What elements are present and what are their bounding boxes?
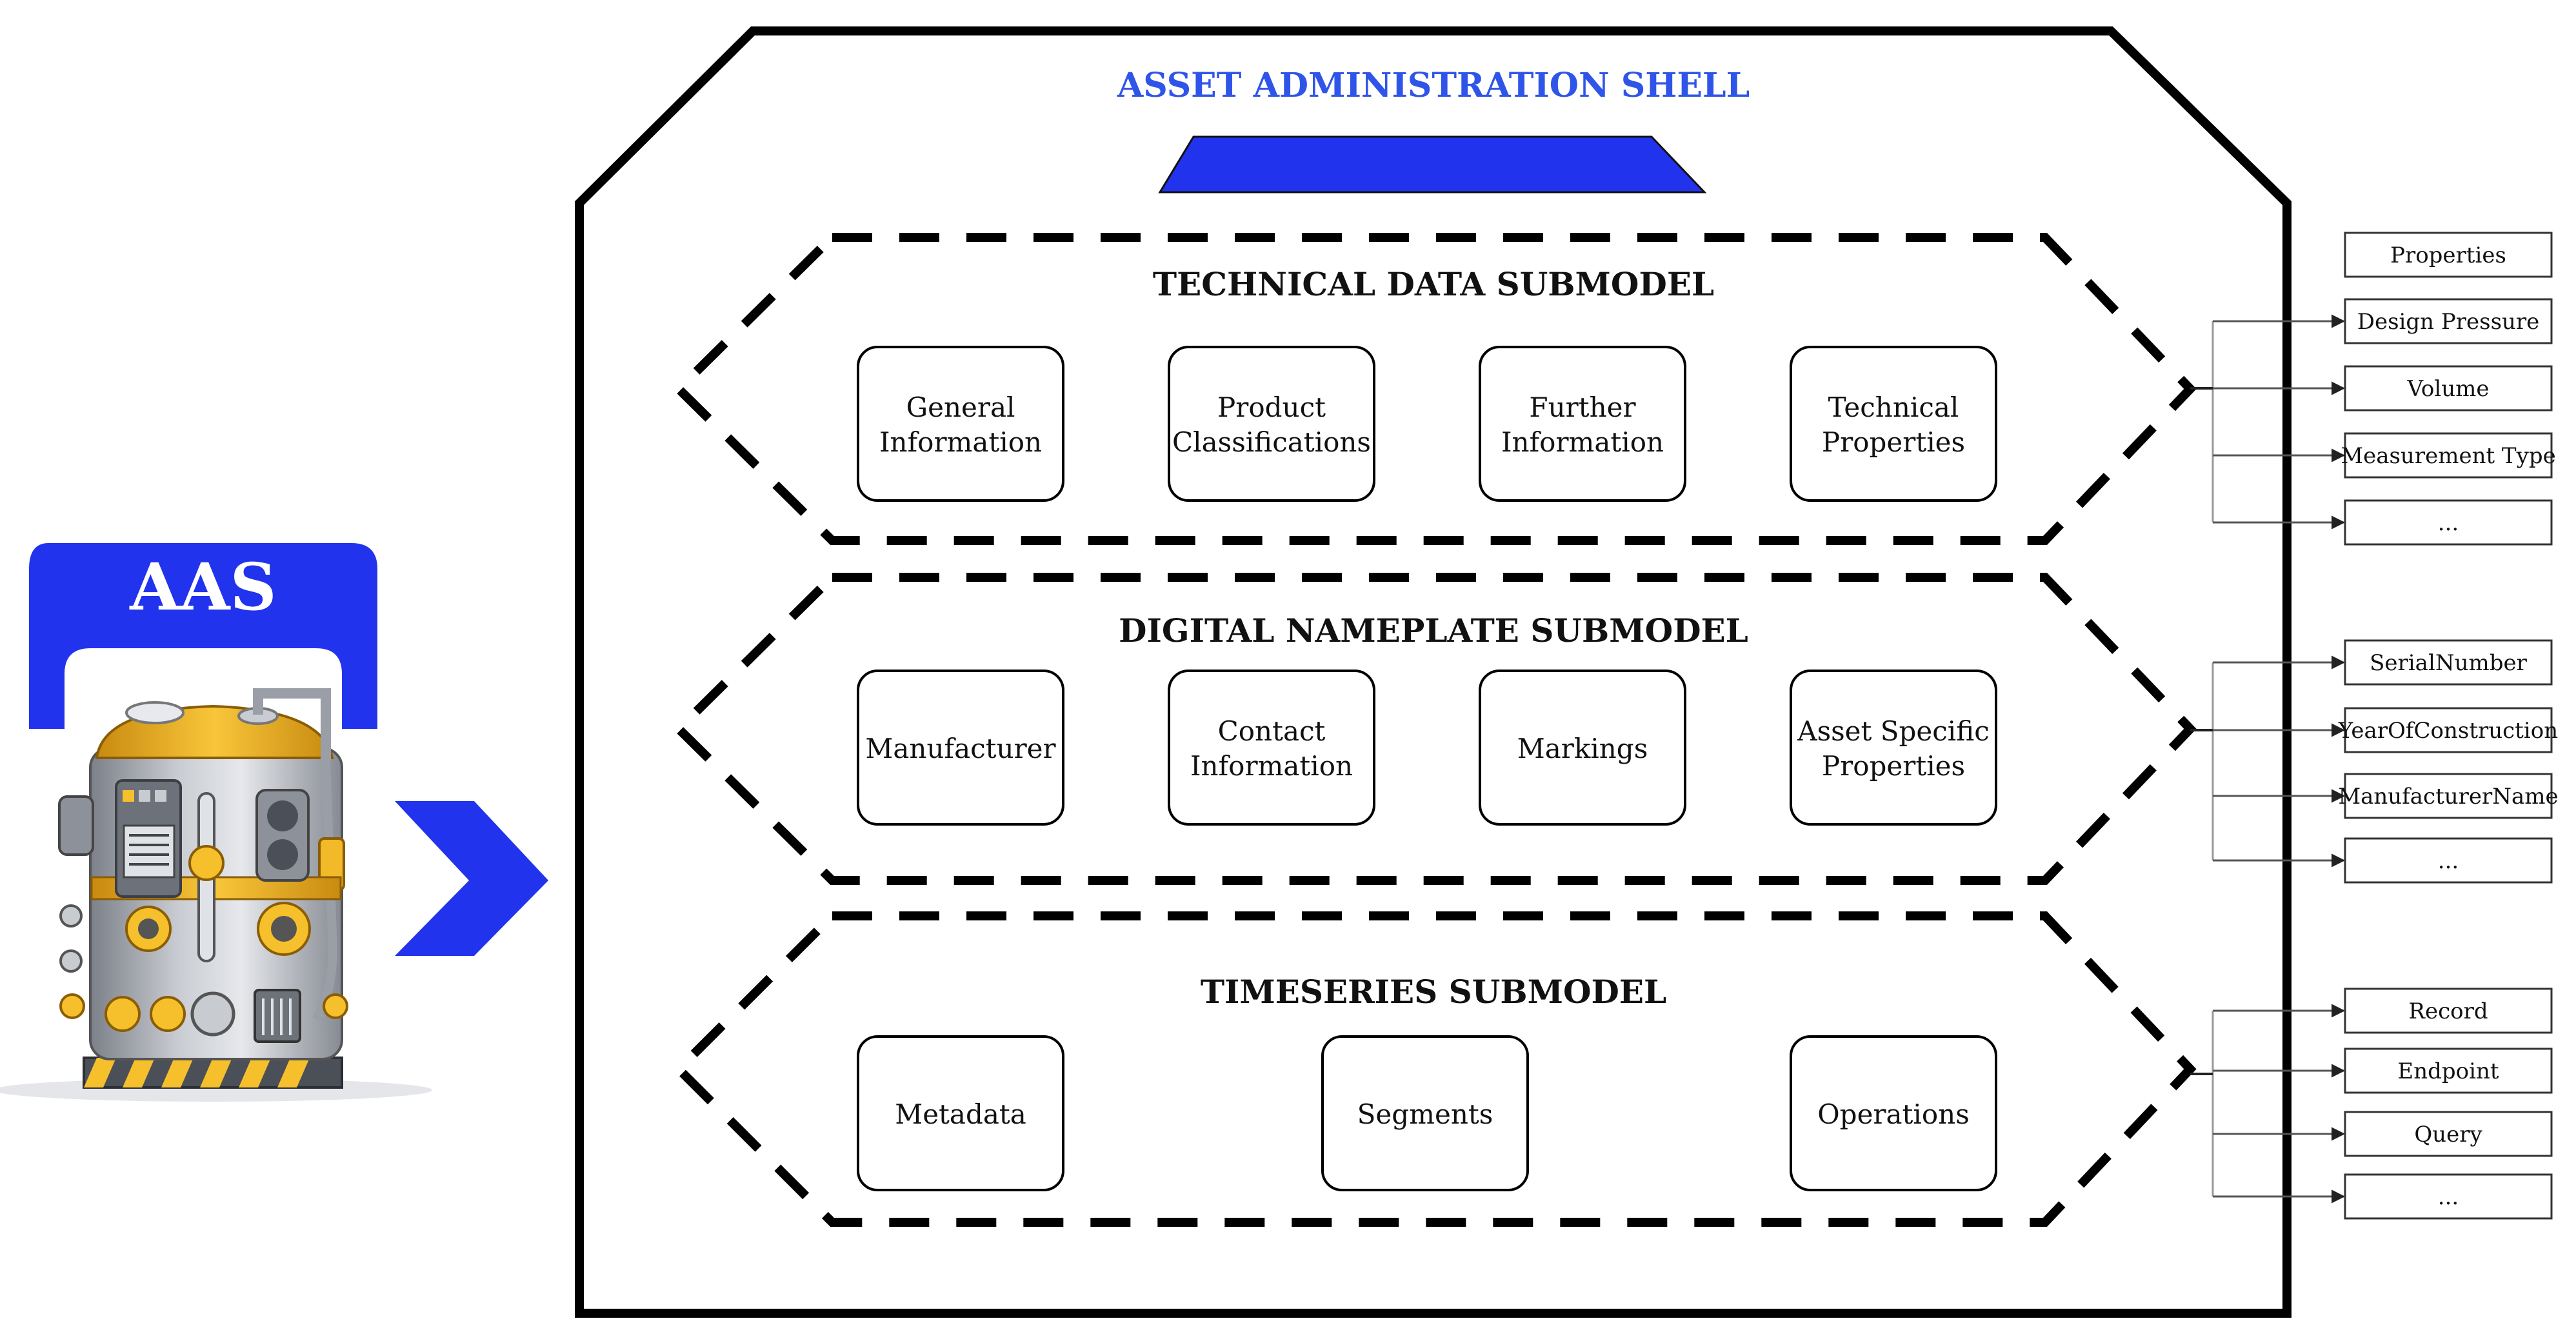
element-box xyxy=(1479,346,1686,502)
element-box xyxy=(1790,670,1997,826)
element-label: Manufacturer xyxy=(865,733,1056,764)
property-box xyxy=(2344,639,2553,686)
chevron-right-icon xyxy=(395,801,548,956)
element-box xyxy=(857,346,1064,502)
property-box xyxy=(2344,773,2553,819)
property-box xyxy=(2344,988,2553,1034)
submodels-layer: TECHNICAL DATA SUBMODELGeneralInformatio… xyxy=(672,233,2197,1227)
element-label: Operations xyxy=(1817,1098,1970,1130)
submodel-technical-data-submodel: TECHNICAL DATA SUBMODELGeneralInformatio… xyxy=(672,233,2197,545)
element-markings: Markings xyxy=(1479,670,1686,826)
industrial-tank-icon xyxy=(0,688,432,1102)
property-box xyxy=(2344,1047,2553,1094)
element-label: Markings xyxy=(1517,733,1648,764)
property-box xyxy=(2344,499,2553,546)
element-label: Product xyxy=(1217,392,1326,423)
submodel-outline xyxy=(672,573,2197,885)
element-label: Information xyxy=(1190,750,1353,782)
shell-title: ASSET ADMINISTRATION SHELL xyxy=(1117,66,1750,105)
element-box xyxy=(857,1035,1064,1191)
element-label: Classifications xyxy=(1172,426,1371,458)
property-label: Volume xyxy=(2406,376,2489,402)
element-label: Information xyxy=(1501,426,1664,458)
element-metadata: Metadata xyxy=(857,1035,1064,1191)
element-label: General xyxy=(906,392,1015,423)
submodel-timeseries-submodel: TIMESERIES SUBMODEL Metadata Segments Opera… xyxy=(672,911,2197,1227)
property-label: Record xyxy=(2408,998,2488,1024)
element-box xyxy=(1479,670,1686,826)
property-label: ... xyxy=(2438,1184,2459,1210)
element-box xyxy=(1321,1035,1529,1191)
element-label: Segments xyxy=(1357,1098,1493,1130)
element-box xyxy=(1168,346,1375,502)
element-label: Information xyxy=(879,426,1042,458)
properties-timeseries-submodel: RecordEndpointQuery... xyxy=(2190,988,2553,1220)
property-label: YearOfConstruction xyxy=(2338,718,2558,744)
aas-label: AAS xyxy=(129,549,276,625)
property-label: ... xyxy=(2438,848,2459,874)
property-label: SerialNumber xyxy=(2370,650,2527,676)
shell-border xyxy=(575,26,2291,1318)
element-box xyxy=(857,670,1064,826)
property-box xyxy=(2344,298,2553,344)
element-label: Properties xyxy=(1822,750,1965,782)
element-box xyxy=(1790,346,1997,502)
submodel-title: TECHNICAL DATA SUBMODEL xyxy=(1153,265,1714,303)
element-segments: Segments xyxy=(1321,1035,1529,1191)
element-operations: Operations xyxy=(1790,1035,1997,1191)
shell-tab xyxy=(1158,135,1707,194)
element-label: Further xyxy=(1529,392,1636,423)
property-box xyxy=(2344,1111,2553,1157)
property-box xyxy=(2344,707,2553,753)
property-label: Query xyxy=(2414,1122,2482,1147)
submodel-title: DIGITAL NAMEPLATE SUBMODEL xyxy=(1119,611,1748,650)
element-label: Contact xyxy=(1218,715,1326,747)
property-label: ... xyxy=(2438,510,2459,536)
property-box xyxy=(2344,837,2553,884)
property-label: Design Pressure xyxy=(2357,309,2540,335)
submodel-outline xyxy=(672,911,2197,1227)
property-box xyxy=(2344,1173,2553,1220)
submodel-outline xyxy=(672,233,2197,545)
properties-header-label: Properties xyxy=(2390,243,2506,268)
property-label: ManufacturerName xyxy=(2338,784,2558,809)
element-label: Asset Specific xyxy=(1797,715,1990,747)
element-label: Properties xyxy=(1822,426,1965,458)
property-label: Measurement Type xyxy=(2341,443,2555,469)
element-label: Technical xyxy=(1828,392,1959,423)
element-box xyxy=(1790,1035,1997,1191)
element-manufacturer: Manufacturer xyxy=(857,670,1064,826)
element-label: Metadata xyxy=(895,1098,1026,1130)
properties-header-box xyxy=(2344,232,2553,278)
aas-badge: AAS xyxy=(29,543,377,729)
submodel-title: TIMESERIES SUBMODEL xyxy=(1201,973,1666,1011)
property-box xyxy=(2344,432,2553,479)
property-label: Endpoint xyxy=(2397,1058,2499,1084)
property-box xyxy=(2344,365,2553,412)
element-box xyxy=(1168,670,1375,826)
properties-digital-nameplate-submodel: SerialNumberYearOfConstructionManufactur… xyxy=(2190,639,2559,884)
submodel-digital-nameplate-submodel: DIGITAL NAMEPLATE SUBMODEL Manufacturer Co… xyxy=(672,573,2197,885)
